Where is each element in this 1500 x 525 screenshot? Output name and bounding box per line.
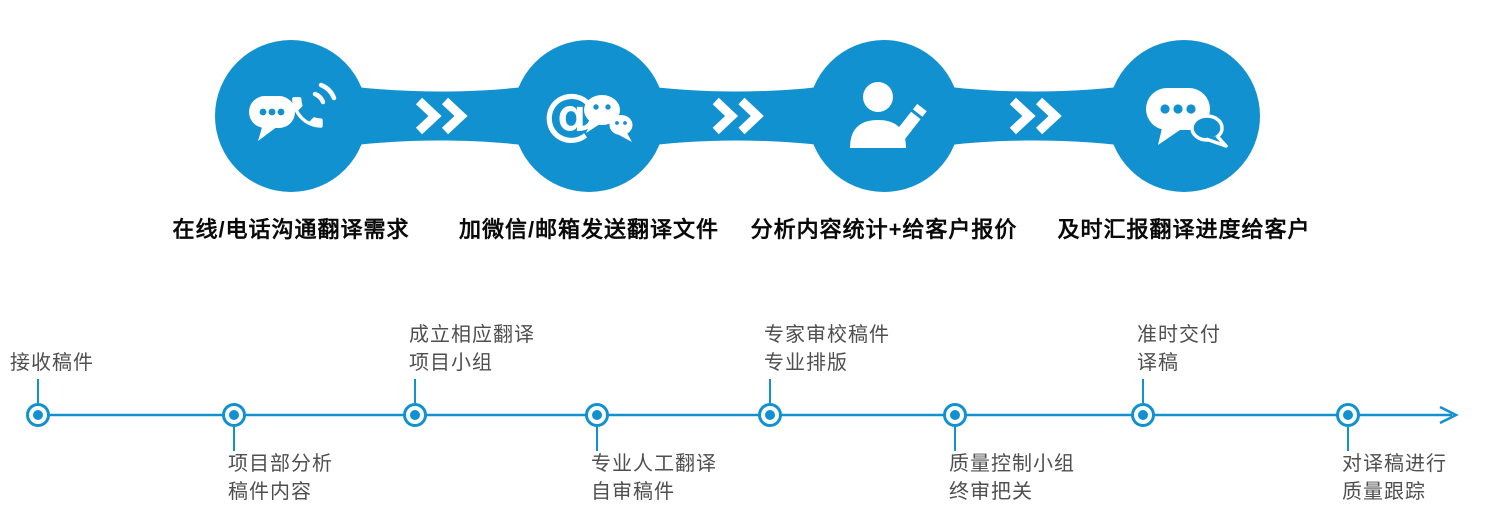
milestone-tick <box>596 427 598 451</box>
milestone-label: 准时交付 译稿 <box>1137 324 1221 374</box>
milestone-dot <box>1131 403 1155 427</box>
flow-step-circle <box>215 40 367 192</box>
milestone-dot <box>403 403 427 427</box>
chat-bubbles-icon <box>1146 88 1228 148</box>
milestone-dot <box>585 403 609 427</box>
flow-connector <box>291 75 589 157</box>
flow-step-label: 在线/电话沟通翻译需求 <box>172 217 410 242</box>
milestone-label: 专业人工翻译 自审稿件 <box>591 453 717 503</box>
flow-step-label: 加微信/邮箱发送翻译文件 <box>458 217 720 242</box>
chevron-right-icon <box>712 97 739 135</box>
flow-connector <box>884 75 1184 157</box>
chevron-right-icon <box>1009 97 1036 135</box>
milestone-tick <box>954 427 956 451</box>
milestone-dot <box>943 403 967 427</box>
milestone-tick <box>1347 427 1349 451</box>
milestone-label: 项目部分析 稿件内容 <box>228 453 333 503</box>
milestone-dot <box>1336 403 1360 427</box>
flow-step-label: 分析内容统计+给客户报价 <box>750 217 1018 242</box>
milestone-tick <box>414 379 416 403</box>
milestone-dot <box>758 403 782 427</box>
milestone-dot <box>222 403 246 427</box>
timeline-axis <box>30 405 1459 425</box>
chevron-right-icon <box>441 97 468 135</box>
chevron-right-icon <box>1035 97 1062 135</box>
flow-step-circle: @ <box>513 40 665 192</box>
analyst-pencil-icon <box>850 82 927 148</box>
milestone-label: 专家审校稿件 专业排版 <box>764 324 890 374</box>
milestone-dot <box>26 403 50 427</box>
flow-step-label: 及时汇报翻译进度给客户 <box>1057 217 1311 242</box>
email-wechat-icon: @ <box>543 82 633 147</box>
chat-phone-icon <box>249 82 337 141</box>
milestone-tick <box>769 379 771 403</box>
milestone-label: 成立相应翻译 项目小组 <box>409 324 535 374</box>
flow-step-circle <box>808 40 960 192</box>
chevron-right-icon <box>738 97 764 135</box>
milestone-label: 对译稿进行 质量跟踪 <box>1342 453 1447 503</box>
milestone-tick <box>1142 379 1144 403</box>
milestone-label: 质量控制小组 终审把关 <box>949 453 1075 503</box>
milestone-tick <box>233 427 235 451</box>
milestone-label: 接收稿件 <box>10 352 94 374</box>
chevron-right-icon <box>415 97 442 135</box>
milestone-tick <box>37 379 39 403</box>
arrow-right-icon <box>1439 405 1459 425</box>
flow-step-circle <box>1108 40 1260 192</box>
